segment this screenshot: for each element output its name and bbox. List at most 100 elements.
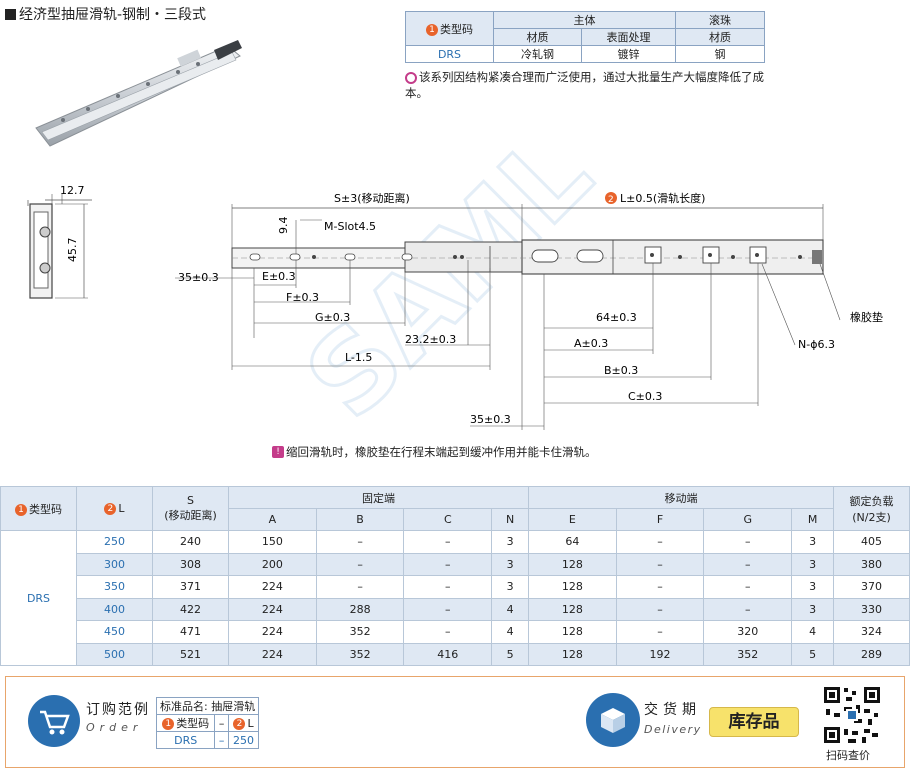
dim-b: B±0.3 bbox=[604, 364, 638, 377]
dim-length: L±0.5(滑轨长度) bbox=[620, 191, 705, 205]
cell-s: 471 bbox=[152, 620, 229, 644]
dim-a: A±0.3 bbox=[574, 337, 608, 350]
cell-m: 3 bbox=[791, 552, 834, 576]
th-e: E bbox=[527, 508, 617, 531]
cell-a: 224 bbox=[228, 620, 317, 644]
cell-load: 330 bbox=[833, 597, 910, 621]
th-fixed: 固定端 bbox=[228, 486, 529, 509]
product-photo bbox=[35, 40, 242, 147]
order-code: DRS bbox=[155, 731, 216, 749]
cell-b: 288 bbox=[315, 597, 405, 621]
cell-a: 224 bbox=[228, 597, 317, 621]
cell-l: 400 bbox=[76, 597, 153, 621]
cell-a: 200 bbox=[228, 552, 317, 576]
dim-64: 64±0.3 bbox=[596, 311, 637, 324]
cell-l: 500 bbox=[76, 642, 153, 666]
spec-surface-label: 表面处理 bbox=[581, 28, 676, 46]
cell-load: 380 bbox=[833, 552, 910, 576]
table-row: 400 422 224 288 – 4 128 – – 3 330 bbox=[1, 597, 910, 621]
cell-g: – bbox=[703, 530, 793, 554]
dim-23-2: 23.2±0.3 bbox=[405, 333, 456, 346]
cell-l: 450 bbox=[76, 620, 153, 644]
table-row: 350 371 224 – – 3 128 – – 3 370 bbox=[1, 575, 910, 599]
cell-m: 3 bbox=[791, 597, 834, 621]
cell-e: 128 bbox=[527, 575, 617, 599]
cell-c: 416 bbox=[403, 642, 493, 666]
order-len: 250 bbox=[227, 731, 260, 749]
cell-b: – bbox=[315, 530, 405, 554]
cell-b: – bbox=[315, 552, 405, 576]
cell-c: – bbox=[403, 575, 493, 599]
th-g: G bbox=[703, 508, 793, 531]
cell-f: – bbox=[615, 552, 705, 576]
cell-b: – bbox=[315, 575, 405, 599]
cell-g: 352 bbox=[703, 642, 793, 666]
order-label: 订购范例 bbox=[86, 702, 150, 718]
cell-load: 324 bbox=[833, 620, 910, 644]
dim-g: G±0.3 bbox=[315, 311, 350, 324]
cell-c: – bbox=[403, 530, 493, 554]
spec-material-label: 材质 bbox=[493, 28, 582, 46]
table-row: 500 521 224 352 416 5 128 192 352 5 289 bbox=[1, 642, 910, 666]
cell-s: 308 bbox=[152, 552, 229, 576]
th-b: B bbox=[315, 508, 405, 531]
spec-code: DRS bbox=[405, 45, 494, 63]
cell-a: 224 bbox=[228, 642, 317, 666]
dim-length-num: 2 bbox=[608, 195, 614, 205]
cell-l: 250 bbox=[76, 530, 153, 554]
cell-code: DRS bbox=[0, 530, 77, 666]
table-row: 300 308 200 – – 3 128 – – 3 380 bbox=[1, 552, 910, 576]
cell-m: 3 bbox=[791, 530, 834, 554]
cell-e: 128 bbox=[527, 620, 617, 644]
qr-code[interactable] bbox=[822, 685, 882, 745]
spec-ball-material-label: 材质 bbox=[675, 28, 765, 46]
dim-9-4: 9.4 bbox=[277, 217, 290, 235]
dim-45-7: 45.7 bbox=[66, 238, 79, 263]
cell-g: – bbox=[703, 575, 793, 599]
description: 该系列因结构紧凑合理而广泛使用，通过大批量生产大幅度降低了成本。 bbox=[405, 70, 764, 100]
cell-load: 405 bbox=[833, 530, 910, 554]
cell-m: 4 bbox=[791, 620, 834, 644]
cell-s: 422 bbox=[152, 597, 229, 621]
cell-e: 128 bbox=[527, 597, 617, 621]
qr-label: 扫码查价 bbox=[826, 749, 870, 762]
dim-e: E±0.3 bbox=[262, 270, 296, 283]
cell-s: 371 bbox=[152, 575, 229, 599]
th-a: A bbox=[228, 508, 317, 531]
side-profile: 12.7 45.7 bbox=[27, 184, 92, 299]
cart-icon bbox=[28, 695, 80, 747]
spec-ball-material: 钢 bbox=[675, 45, 765, 63]
dim-l15: L-1.5 bbox=[345, 351, 372, 364]
th-s: S(移动距离) bbox=[152, 486, 229, 531]
page-title-text: 经济型抽屉滑轨-钢制・三段式 bbox=[19, 7, 207, 23]
cell-b: 352 bbox=[315, 642, 405, 666]
table-row: 450 471 224 352 – 4 128 – 320 4 324 bbox=[1, 620, 910, 644]
th-n: N bbox=[491, 508, 529, 531]
delivery-box-icon bbox=[586, 693, 640, 747]
delivery-label-en: Delivery bbox=[644, 723, 702, 736]
note-text: 缩回滑轨时，橡胶垫在行程末端起到缓冲作用并能卡住滑轨。 bbox=[286, 445, 597, 459]
dim-slot: M-Slot4.5 bbox=[324, 220, 376, 233]
dim-f: F±0.3 bbox=[286, 291, 319, 304]
order-dash: – bbox=[214, 714, 229, 732]
th-load: 额定负载(N/2支) bbox=[833, 486, 910, 531]
dim-c: C±0.3 bbox=[628, 390, 662, 403]
dim-12-7: 12.7 bbox=[60, 184, 85, 197]
cell-load: 289 bbox=[833, 642, 910, 666]
table-row: DRS 250 240 150 – – 3 64 – – 3 405 bbox=[0, 530, 910, 666]
spec-ball-header: 滚珠 bbox=[675, 11, 765, 29]
order-dash-2: – bbox=[214, 731, 229, 749]
th-f: F bbox=[615, 508, 705, 531]
cell-m: 5 bbox=[791, 642, 834, 666]
order-label-en: Order bbox=[86, 721, 143, 734]
cell-e: 64 bbox=[527, 530, 617, 554]
cell-g: – bbox=[703, 552, 793, 576]
cell-load: 370 bbox=[833, 575, 910, 599]
th-m: M bbox=[791, 508, 834, 531]
